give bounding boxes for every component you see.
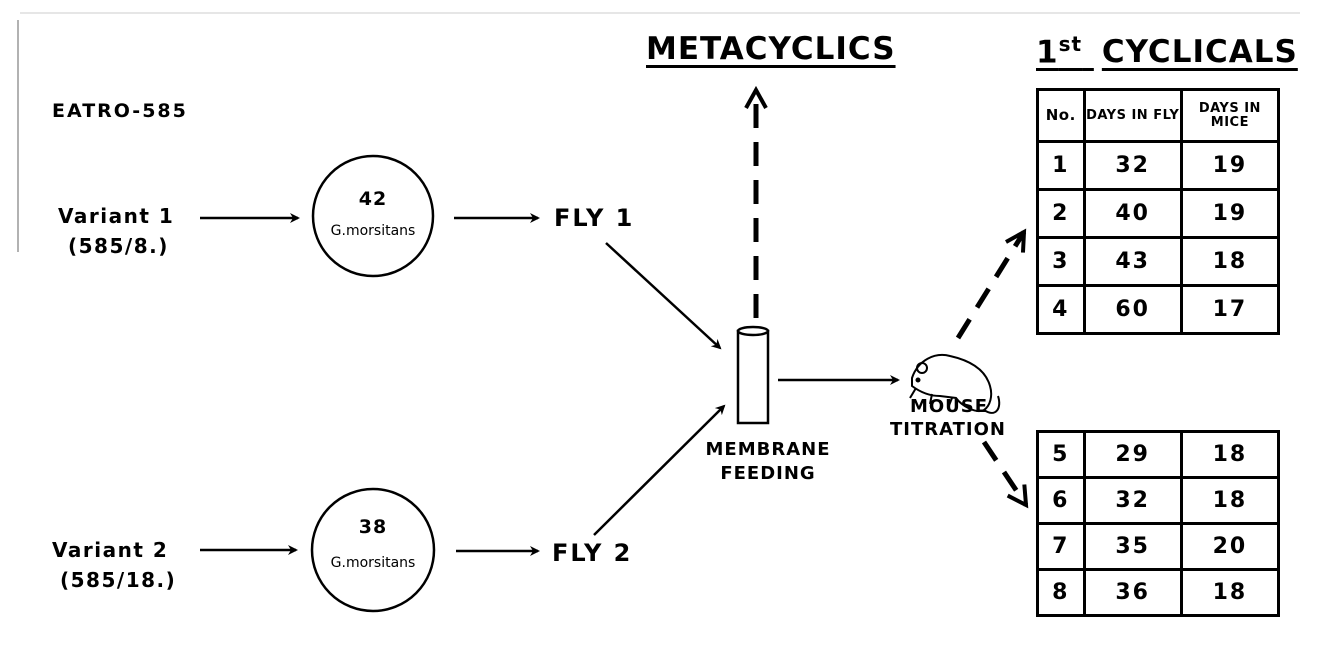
cell-days-fly: 36: [1082, 568, 1183, 617]
arrow-to-table-1: [955, 232, 1024, 340]
table-row: 3 43 18: [1036, 236, 1281, 287]
fly1-label: FLY 1: [554, 204, 635, 232]
header-days-in-fly: DAYS IN FLY: [1082, 88, 1183, 143]
cell-no: 5: [1036, 430, 1086, 479]
variant2-code: (585/18.): [60, 568, 177, 592]
mouse-label-line2: TITRATION: [890, 419, 1006, 440]
table-row: 6 32 18: [1036, 476, 1281, 525]
cell-days-mice: 18: [1179, 476, 1281, 525]
membrane-label-line1: MEMBRANE: [705, 439, 831, 460]
cyclicals-rest: CYCLICALS: [1101, 34, 1298, 71]
arrow-fly1-to-membrane: [605, 242, 722, 350]
circle1-count: 42: [358, 188, 388, 210]
cell-days-fly: 40: [1082, 188, 1183, 239]
table-row: 5 29 18: [1036, 430, 1281, 479]
cyclicals-title: 1st CYCLICALS: [1036, 34, 1298, 68]
circle2-count: 38: [358, 516, 388, 538]
arrow-to-table-2: [981, 440, 1026, 505]
mouse-icon: [909, 354, 1001, 414]
cell-no: 7: [1036, 522, 1086, 571]
cell-days-fly: 32: [1082, 140, 1183, 191]
variant1-code: (585/8.): [68, 234, 169, 258]
cell-no: 1: [1036, 140, 1086, 191]
table-row: 8 36 18: [1036, 568, 1281, 617]
cyclicals-table-2: 5 29 18 6 32 18 7 35 20 8 36 18: [1036, 430, 1281, 617]
circle2-species: G.morsitans: [330, 555, 416, 571]
strain-label: EATRO-585: [52, 100, 188, 122]
cell-no: 8: [1036, 568, 1086, 617]
table-row: 4 60 17: [1036, 284, 1281, 335]
cell-no: 3: [1036, 236, 1086, 287]
table-row: 2 40 19: [1036, 188, 1281, 239]
cell-no: 2: [1036, 188, 1086, 239]
cell-days-mice: 20: [1179, 522, 1281, 571]
metacyclics-title: METACYCLICS: [646, 31, 896, 67]
mouse-label-line1: MOUSE: [909, 396, 989, 417]
cell-days-fly: 35: [1082, 522, 1183, 571]
circle-flies-1: [311, 154, 435, 278]
cell-days-mice: 18: [1179, 236, 1281, 287]
cell-days-mice: 17: [1179, 284, 1281, 335]
cyclicals-sup: st: [1058, 32, 1083, 56]
header-no: No.: [1036, 88, 1086, 143]
cell-no: 4: [1036, 284, 1086, 335]
variant1-label: Variant 1: [58, 204, 175, 228]
membrane-label-line2: FEEDING: [720, 463, 816, 484]
cell-days-mice: 18: [1179, 568, 1281, 617]
circle1-species: G.morsitans: [330, 223, 416, 239]
cell-days-mice: 19: [1179, 140, 1281, 191]
membrane-tube-icon: [736, 325, 770, 425]
cyclicals-table-1: No. DAYS IN FLY DAYS IN MICE 1 32 19 2 4…: [1036, 88, 1281, 335]
cell-days-mice: 18: [1179, 430, 1281, 479]
cell-days-fly: 43: [1082, 236, 1183, 287]
cell-days-fly: 32: [1082, 476, 1183, 525]
cell-days-fly: 60: [1082, 284, 1183, 335]
circle-flies-2: [310, 487, 436, 613]
cell-days-mice: 19: [1179, 188, 1281, 239]
cell-days-fly: 29: [1082, 430, 1183, 479]
table-row: 7 35 20: [1036, 522, 1281, 571]
cell-no: 6: [1036, 476, 1086, 525]
table-row: 1 32 19: [1036, 140, 1281, 191]
arrow-fly2-to-membrane: [593, 404, 726, 536]
header-days-in-mice: DAYS IN MICE: [1179, 88, 1281, 143]
fly2-label: FLY 2: [552, 539, 633, 567]
variant2-label: Variant 2: [52, 538, 169, 562]
cyclicals-prefix: 1: [1036, 34, 1059, 71]
